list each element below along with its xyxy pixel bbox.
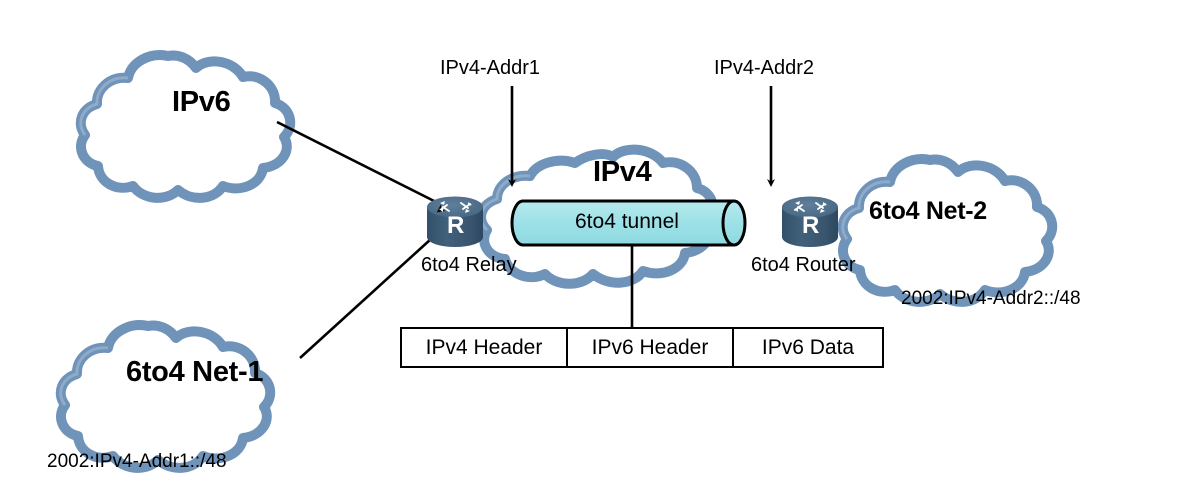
ipv6-header-cell: IPv6 Header	[566, 327, 734, 368]
6to4-router-router-glyph: R	[802, 212, 820, 239]
6to4-relay-router-glyph: R	[447, 212, 465, 239]
ipv6-header-cell-label: IPv6 Header	[591, 335, 709, 359]
6to4-net-2-cloud-shape	[837, 154, 1058, 307]
link-net1-to-relay	[299, 238, 432, 359]
6to4-relay-icon	[427, 196, 483, 247]
6to4-router-caption: 6to4 Router	[751, 254, 856, 276]
ipv4-addr1-annotation-label: IPv4-Addr1	[440, 57, 541, 79]
6to4-net-1-cloud-shape	[55, 320, 276, 473]
ipv4-header-cell: IPv4 Header	[400, 327, 568, 368]
6to4-net-2-cloud-label: 6to4 Net-2	[869, 197, 987, 225]
prefix-net-2-label: 2002:IPv4-Addr2::/48	[901, 288, 1081, 309]
ipv6-cloud-label: IPv6	[172, 86, 231, 118]
ipv6-data-cell: IPv6 Data	[732, 327, 884, 368]
6to4-net-1-cloud-label: 6to4 Net-1	[126, 356, 264, 388]
ipv4-cloud-label: IPv4	[593, 156, 652, 188]
6to4-relay-caption: 6to4 Relay	[421, 254, 517, 276]
6to4-tunnel-label: 6to4 tunnel	[575, 210, 679, 233]
6to4-tunnel-shape	[510, 199, 747, 247]
ipv6-data-cell-label: IPv6 Data	[761, 335, 855, 359]
6to4-router-icon	[782, 196, 838, 247]
link-ipv6-to-relay	[276, 120, 451, 211]
ipv6-cloud-shape	[75, 50, 296, 203]
prefix-net-1-label: 2002:IPv4-Addr1::/48	[47, 451, 227, 472]
ipv4-header-cell-label: IPv4 Header	[425, 335, 543, 359]
ipv4-addr2-annotation-label: IPv4-Addr2	[714, 57, 815, 79]
